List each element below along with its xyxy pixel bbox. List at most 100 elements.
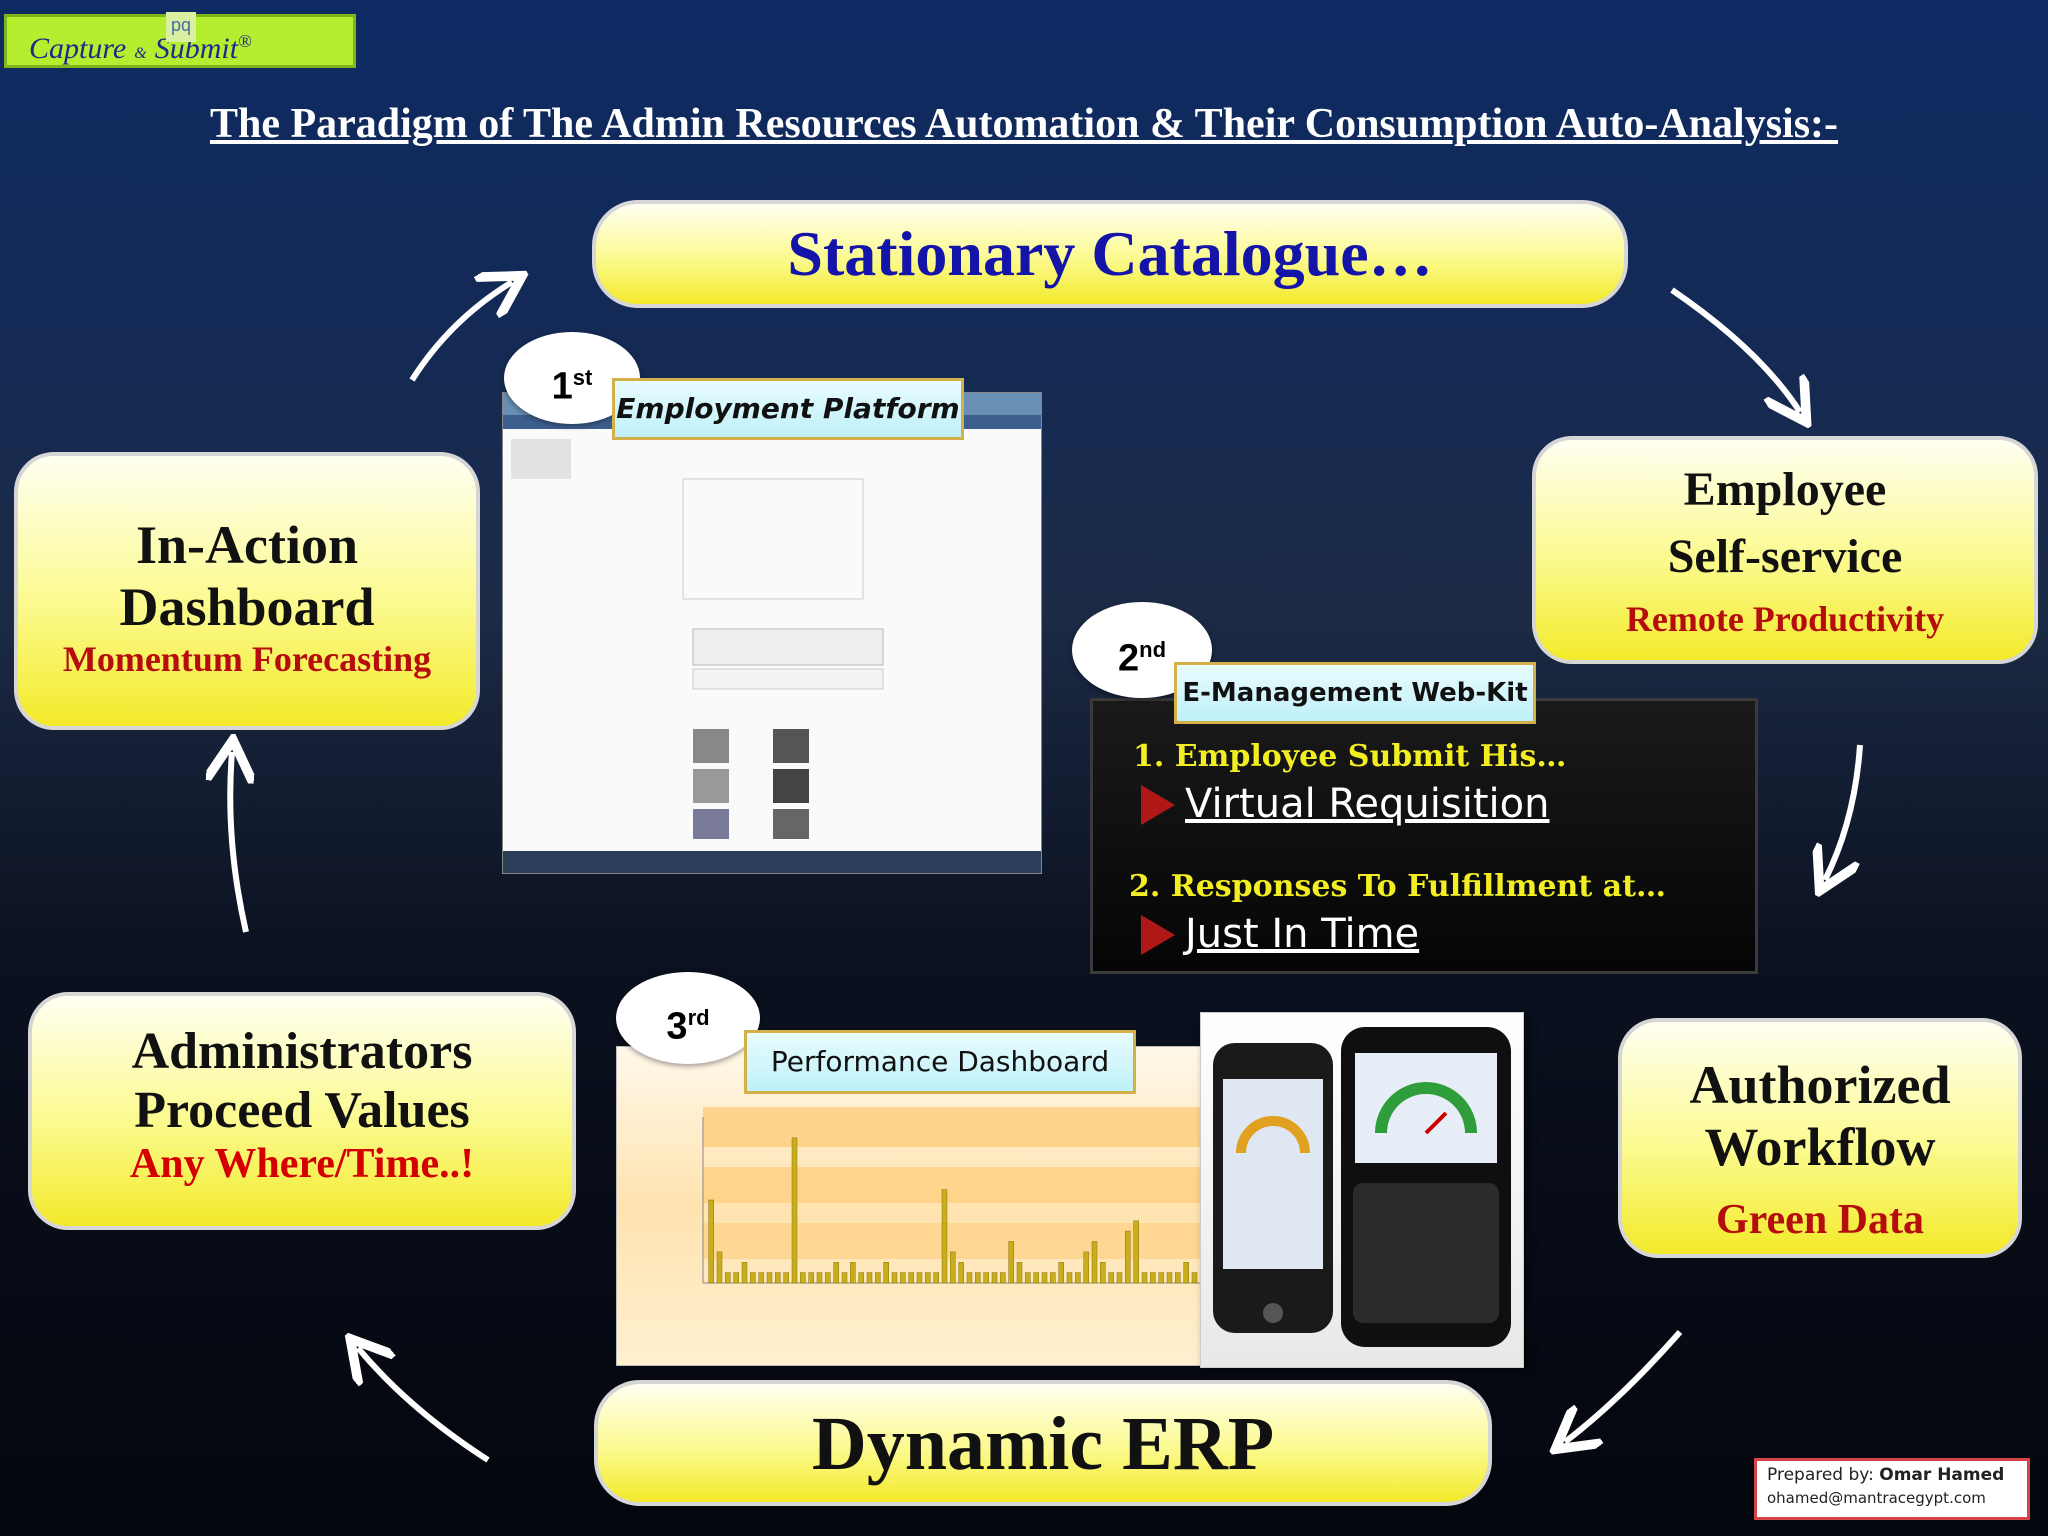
chart-bars — [708, 1137, 1206, 1284]
chart-bar — [825, 1272, 831, 1284]
arrow-to-workflow — [1825, 744, 1863, 880]
screenshot-form-mock — [511, 439, 884, 839]
chart-bar — [1100, 1262, 1106, 1284]
performance-dashboard-chart — [616, 1046, 1220, 1366]
smartphones-illustration — [1213, 1027, 1511, 1347]
in-action-dashboard-box: In-Action Dashboard Momentum Forecasting — [14, 452, 480, 730]
chart-bar — [975, 1272, 981, 1284]
chart-bar — [875, 1272, 881, 1284]
chart-bar — [916, 1272, 923, 1284]
performance-dashboard-label: Performance Dashboard — [770, 1045, 1110, 1078]
employee-sub: Remote Productivity — [1625, 599, 1945, 639]
prepared-by-name: Omar Hamed — [1879, 1465, 2005, 1485]
chart-bar — [850, 1262, 856, 1284]
chart-bar — [750, 1272, 756, 1284]
arrow-to-admins — [358, 1348, 490, 1463]
logo-capture-text: Capture — [29, 32, 127, 65]
chart-bar — [1075, 1272, 1081, 1284]
play-arrow-icon-1 — [1141, 785, 1175, 825]
screenshot-taskbar — [503, 851, 1041, 873]
workflow-sub: Green Data — [1715, 1197, 1924, 1243]
chart-bar — [1125, 1230, 1131, 1284]
dashboard-line1: In-Action — [135, 515, 358, 575]
chart-bar — [933, 1272, 939, 1284]
dynamic-erp-box: Dynamic ERP — [594, 1380, 1492, 1506]
chart-bar — [858, 1272, 864, 1284]
administrators-box: Administrators Proceed Values Any Where/… — [28, 992, 576, 1230]
chart-bar — [800, 1272, 806, 1284]
chart-bar — [958, 1262, 964, 1284]
chart-bar — [816, 1272, 823, 1284]
virtual-requisition-link[interactable]: Virtual Requisition — [1185, 781, 1550, 827]
admins-sub: Any Where/Time..! — [129, 1141, 475, 1187]
chart-bar — [725, 1272, 731, 1284]
prepared-by-label: Prepared by: — [1767, 1465, 1874, 1485]
e-management-webkit-tag: E-Management Web-Kit — [1174, 662, 1536, 724]
chart-bar — [1158, 1272, 1164, 1284]
step-3-suffix: rd — [687, 1005, 710, 1030]
admins-line2: Proceed Values — [134, 1082, 470, 1139]
chart-bar — [733, 1272, 739, 1284]
step-3-badge: 3rd — [616, 972, 760, 1064]
dynamic-erp-label: Dynamic ERP — [811, 1402, 1275, 1486]
e-management-webkit-panel: 1. Employee Submit His… Virtual Requisit… — [1090, 698, 1758, 974]
chart-bar — [1183, 1262, 1189, 1284]
chart-bar — [708, 1199, 714, 1284]
chart-bar — [883, 1262, 889, 1284]
prepared-by-line: Prepared by: Omar Hamed — [1767, 1465, 2017, 1485]
chart-bar — [1141, 1272, 1148, 1284]
step-3-number: 3 — [666, 1005, 688, 1048]
chart-bar — [866, 1272, 873, 1284]
chart-bar — [783, 1272, 789, 1284]
logo-amp: & — [134, 45, 147, 62]
chart-bar — [1033, 1272, 1039, 1284]
employment-platform-label: Employment Platform — [616, 392, 960, 425]
chart-bar — [925, 1272, 931, 1284]
chart-bar — [1008, 1241, 1014, 1284]
chart-bar — [808, 1272, 814, 1284]
stationary-catalogue-label: Stationary Catalogue… — [787, 218, 1433, 289]
step-2-suffix: nd — [1139, 637, 1167, 662]
just-in-time-link[interactable]: Just In Time — [1185, 911, 1420, 957]
page-title: The Paradigm of The Admin Resources Auto… — [209, 101, 1839, 147]
play-arrow-icon-2 — [1141, 915, 1175, 955]
performance-dashboard-tag: Performance Dashboard — [744, 1030, 1136, 1094]
employment-platform-screenshot — [502, 392, 1042, 874]
mobile-phones-image — [1200, 1012, 1524, 1368]
chart-bar — [1058, 1262, 1064, 1284]
webkit-line-1: 1. Employee Submit His… — [1133, 739, 1567, 774]
chart-bar — [1091, 1241, 1098, 1284]
chart-bar — [1050, 1272, 1056, 1284]
chart-bar — [1066, 1272, 1073, 1284]
arrow-to-employee — [1670, 287, 1800, 412]
chart-bar — [833, 1262, 839, 1284]
chart-bar — [908, 1272, 914, 1284]
dashboard-sub: Momentum Forecasting — [62, 639, 432, 679]
chart-bar — [1133, 1220, 1139, 1284]
prepared-by-box: Prepared by: Omar Hamed ohamed@mantraceg… — [1754, 1458, 2030, 1520]
prepared-by-email[interactable]: ohamed@mantracegypt.com — [1767, 1489, 1986, 1507]
chart-bar — [1116, 1272, 1123, 1284]
chart-bar — [791, 1137, 798, 1284]
workflow-line1: Authorized — [1689, 1055, 1951, 1115]
chart-bar — [841, 1272, 848, 1284]
chart-bar — [1150, 1272, 1156, 1284]
employee-line1: Employee — [1683, 463, 1887, 516]
chart-bar — [950, 1251, 956, 1284]
chart-bar — [775, 1272, 781, 1284]
chart-bar — [1108, 1272, 1114, 1284]
chart-bar — [758, 1272, 764, 1284]
employee-line2: Self-service — [1667, 530, 1903, 583]
employment-platform-tag: Employment Platform — [612, 378, 964, 440]
chart-bar — [1083, 1251, 1089, 1284]
chart-bar — [1041, 1272, 1048, 1284]
arrow-to-catalogue — [409, 282, 512, 382]
chart-bar — [716, 1251, 723, 1284]
chart-bar — [1191, 1272, 1198, 1284]
chart-bar — [1175, 1272, 1181, 1284]
chart-bar — [900, 1272, 906, 1284]
chart-bar — [1000, 1272, 1006, 1284]
pq-logo-icon: pq — [166, 12, 196, 42]
step-2-number: 2 — [1117, 637, 1140, 680]
